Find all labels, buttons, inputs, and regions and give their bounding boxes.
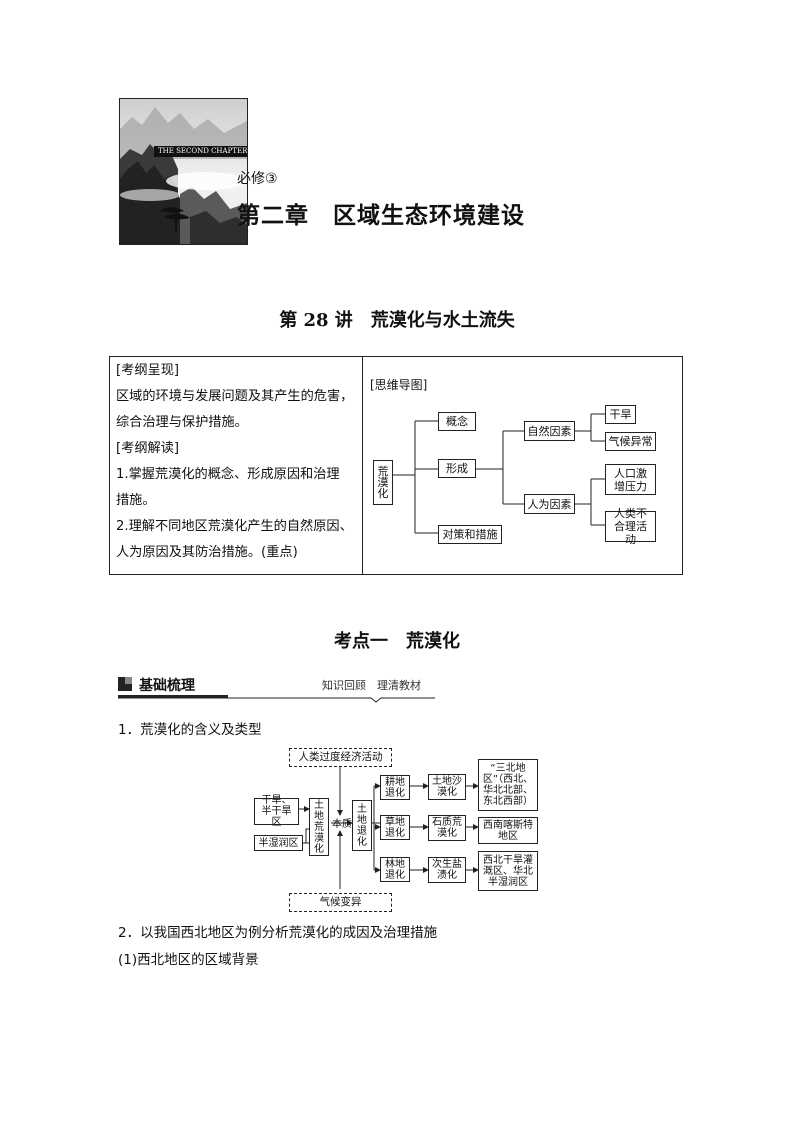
flow-grassland-degradation: 草地退化 bbox=[380, 815, 410, 840]
mind-map-unreasonable-activities: 人类不合理活动 bbox=[605, 507, 656, 546]
flow-land-degradation: 土地退化 bbox=[352, 800, 372, 851]
mind-map-connectors bbox=[393, 413, 605, 534]
mountain-landscape-image bbox=[120, 99, 247, 244]
flow-area-three-north: “三北地区”（西北、华北北部、东北西部） bbox=[478, 759, 538, 811]
flow-climate-change: 气候变异 bbox=[289, 893, 392, 912]
square-icon bbox=[118, 677, 132, 691]
flow-sandy-desertification: 土地沙漠化 bbox=[428, 774, 466, 800]
mind-map-root: 荒漠化 bbox=[373, 460, 393, 505]
band-underline bbox=[118, 695, 435, 703]
section-title: 考点一 荒漠化 bbox=[334, 631, 460, 652]
syllabus-interpret-line: 人为原因及其防治措施。(重点) bbox=[116, 545, 298, 560]
mind-map-climate-anomaly: 气候异常 bbox=[605, 432, 656, 451]
syllabus-interpret-heading: [考纲解读] bbox=[116, 441, 180, 456]
flow-rocky-desertification: 石质荒漠化 bbox=[428, 815, 466, 841]
flow-forest-degradation: 林地退化 bbox=[380, 857, 410, 882]
item-heading-1: 1．荒漠化的含义及类型 bbox=[118, 722, 262, 738]
item-subheading-2-1: (1)西北地区的区域背景 bbox=[118, 952, 259, 968]
mind-map-heading: [思维导图] bbox=[370, 378, 428, 392]
flow-area-northwest-irrigation: 西北干旱灌溉区、华北半湿润区 bbox=[478, 851, 538, 891]
mind-map-branch-concept: 概念 bbox=[438, 412, 476, 431]
syllabus-present-heading: [考纲呈现] bbox=[116, 363, 180, 378]
mind-map-natural-factor: 自然因素 bbox=[524, 421, 575, 441]
flow-area-southwest-karst: 西南喀斯特地区 bbox=[478, 817, 538, 844]
mind-map-human-factor: 人为因素 bbox=[524, 494, 575, 514]
photo-caption: THE SECOND CHAPTER bbox=[154, 146, 247, 157]
flow-land-desertification: 土地荒漠化 bbox=[309, 798, 329, 856]
flow-essence-label: 本质 bbox=[332, 819, 352, 830]
desertification-flow-diagram: 人类过度经济活动 气候变异 干旱、半干旱区 半湿润区 土地荒漠化 本质 土地退化… bbox=[252, 745, 540, 915]
flow-connectors bbox=[298, 766, 479, 889]
book-label: 必修③ bbox=[237, 171, 278, 187]
syllabus-present-line: 区域的环境与发展问题及其产生的危害， bbox=[116, 389, 354, 404]
syllabus-interpret-line: 1.掌握荒漠化的概念、形成原因和治理 bbox=[116, 467, 340, 482]
item-heading-2: 2．以我国西北地区为例分析荒漠化的成因及治理措施 bbox=[118, 925, 438, 941]
mind-map-branch-formation: 形成 bbox=[438, 459, 476, 478]
mind-map-drought: 干旱 bbox=[605, 405, 636, 424]
syllabus-interpret-line: 措施。 bbox=[116, 493, 156, 508]
chapter-title: 第二章 区域生态环境建设 bbox=[237, 203, 525, 229]
flow-secondary-salinization: 次生盐渍化 bbox=[428, 857, 466, 883]
band-title: 基础梳理 bbox=[139, 678, 195, 694]
syllabus-interpret-line: 2.理解不同地区荒漠化产生的自然原因、 bbox=[116, 519, 353, 534]
mind-map-cell: [思维导图] 荒漠化 概念 bbox=[363, 357, 682, 574]
band-subtitle: 知识回顾 理清教材 bbox=[322, 679, 421, 692]
mind-map-branch-measures: 对策和措施 bbox=[438, 525, 502, 544]
flow-farmland-degradation: 耕地退化 bbox=[380, 775, 410, 800]
flow-arid-regions: 干旱、半干旱区 bbox=[254, 795, 299, 828]
syllabus-present-line: 综合治理与保护措施。 bbox=[116, 415, 248, 430]
chapter-cover-photo: THE SECOND CHAPTER bbox=[119, 98, 248, 245]
section-band: 基础梳理 知识回顾 理清教材 bbox=[118, 675, 435, 703]
flow-subhumid-region: 半湿润区 bbox=[254, 835, 303, 851]
mind-map-population-pressure: 人口激增压力 bbox=[605, 464, 656, 495]
syllabus-text-cell: [考纲呈现] 区域的环境与发展问题及其产生的危害， 综合治理与保护措施。 [考纲… bbox=[110, 357, 363, 574]
lecture-title: 第 28 讲 荒漠化与水土流失 bbox=[279, 310, 515, 331]
syllabus-table: [考纲呈现] 区域的环境与发展问题及其产生的危害， 综合治理与保护措施。 [考纲… bbox=[109, 356, 683, 575]
flow-human-overactivity: 人类过度经济活动 bbox=[289, 748, 392, 767]
